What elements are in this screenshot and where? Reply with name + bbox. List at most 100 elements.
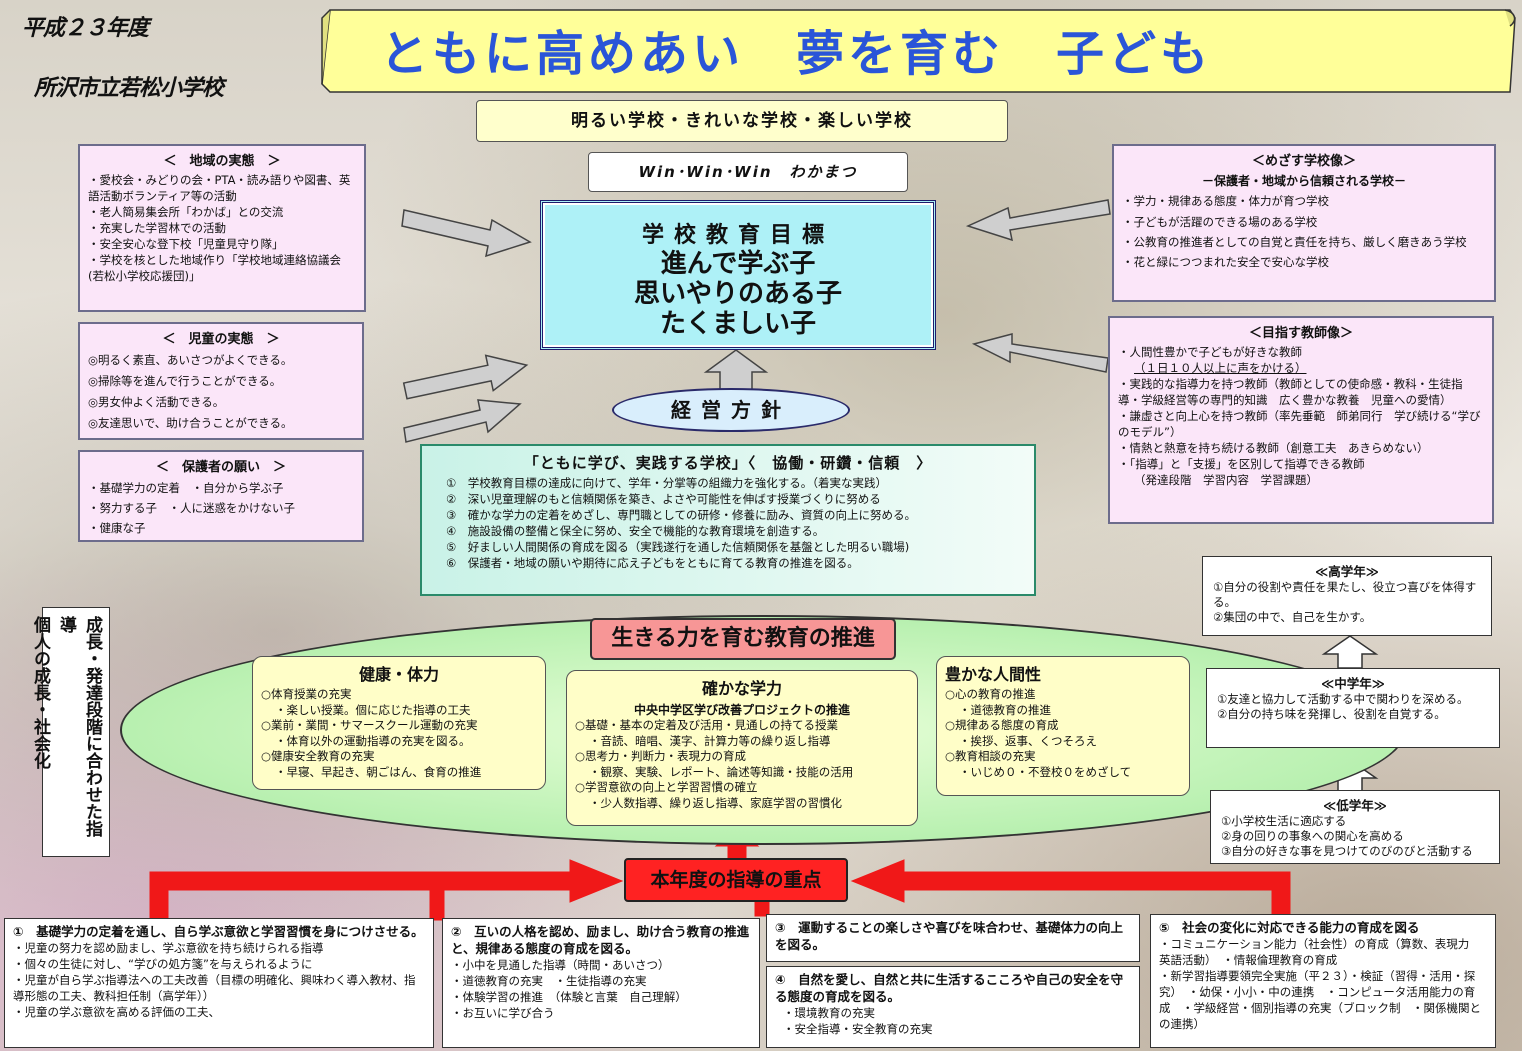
upper-grade-heading: ≪高学年≫ <box>1315 564 1379 579</box>
list-item: ・基礎学力の定着 ・自分から学ぶ子 <box>88 481 284 495</box>
list-item: ○基礎・基本の定着及び活用・見通しの持てる授業 <box>575 718 839 732</box>
list-item: ・いじめ０・不登校０をめざして <box>959 764 1132 779</box>
list-item: ・少人数指導、繰り返し指導、家庭学習の習慣化 <box>589 795 842 810</box>
list-item: ・充実した学習林での活動 <box>88 221 226 235</box>
list-item: ・楽しい授業。個に応じた指導の工夫 <box>275 702 471 717</box>
list-item: ・小中を見通した指導（時間・あいさつ） <box>451 958 670 972</box>
list-item: ◎掃除等を進んで行うことができる。 <box>88 374 282 388</box>
children-box: ＜ 児童の実態 ＞ ◎明るく素直、あいさつがよくできる。 ◎掃除等を進んで行うこ… <box>78 322 364 440</box>
school-name: 所沢市立若松小学校 <box>34 76 224 101</box>
list-item: ○思考力・判断力・表現力の育成 <box>575 749 747 763</box>
list-item: ・謙虚さと向上心を持つ教師（率先垂範 師弟同行 学び続ける“学びのモデル”） <box>1118 409 1481 439</box>
goal-line-1: 進んで学ぶ子 <box>660 249 816 279</box>
focus-box-4: ④ 自然を愛し、自然と共に生活するこころや自己の安全を守る態度の育成を図る。 ・… <box>766 966 1140 1048</box>
list-item: ・実践的な指導力を持つ教師（教師としての使命感・教科・生徒指導・学級経営等の専門… <box>1118 377 1463 407</box>
list-item: ○規律ある態度の育成 <box>945 718 1059 732</box>
middle-grade-box: ≪中学年≫ ①友達と協力して活動する中で関わりを深める。 ②自分の持ち味を発揮し… <box>1206 668 1500 748</box>
motto-box: 明るい学校・きれいな学校・楽しい学校 <box>476 100 1008 142</box>
focus-1-heading: ① 基礎学力の定着を通し、自ら学ぶ意欲と学習習慣を身につけさせる。 <box>13 924 424 939</box>
lower-grade-box: ≪低学年≫ ①小学校生活に適応する ②身の回りの事象への関心を高める ③自分の好… <box>1210 790 1500 864</box>
school-vision-sub: －保護者・地域から信頼される学校－ <box>1201 174 1406 188</box>
red-bar-left <box>149 871 581 891</box>
list-item: ・早寝、早起き、朝ごはん、食育の推進 <box>275 764 482 779</box>
arrow-up-high-icon <box>1321 635 1379 669</box>
list-item: ・情熱と熱意を持ち続ける教師（創意工夫 あきらめない） <box>1118 441 1429 455</box>
arrow-mezasu-icon <box>965 199 1111 242</box>
list-item: ・お互いに学び合う <box>451 1006 555 1020</box>
list-item: ・挨拶、返事、くつそろえ <box>959 733 1097 748</box>
goal-heading: 学校教育目標 <box>641 223 834 248</box>
list-item: ・学力・規律ある態度・体力が育つ学校 <box>1122 194 1329 208</box>
list-item: ・個々の生徒に対し、“学びの処方箋”を与えられるように <box>13 957 313 971</box>
academic-sub: 中央中学区学び改善プロジェクトの推進 <box>633 703 850 717</box>
parents-box: ＜ 保護者の願い ＞ ・基礎学力の定着 ・自分から学ぶ子 ・努力する子 ・人に迷… <box>78 450 364 542</box>
list-item: ・道徳教育の充実 ・生徒指導の充実 <box>451 974 647 988</box>
health-heading: 健康・体力 <box>358 665 439 684</box>
arrow-up-keiei-icon <box>703 349 769 393</box>
focus-box-5: ⑤ 社会の変化に対応できる能力の育成を図る ・コミュニケーション能力（社会性）の… <box>1150 914 1496 1048</box>
list-item: ⑥ 保護者・地域の願いや期待に応え子どもをともに育てる教育の推進を図る。 <box>446 556 859 570</box>
focus-3-heading: ③ 運動することの楽しさや喜びを味合わせ、基礎体力の向上を図る。 <box>775 920 1123 952</box>
list-item: ・公教育の推進者としての自覚と責任を持ち、厳しく磨きあう学校 <box>1122 235 1467 249</box>
list-item: ○学習意欲の向上と学習習慣の確立 <box>575 780 758 794</box>
list-item: ○体育授業の充実 <box>261 687 352 701</box>
list-item: ・道徳教育の推進 <box>959 702 1051 717</box>
red-drop-left <box>149 871 169 921</box>
vertical-line-1: 成長・発達段階に合わせた指導 <box>56 616 102 837</box>
arrows-group <box>401 199 1111 443</box>
list-item: ①自分の役割や責任を果たし、役立つ喜びを体得する。 <box>1213 580 1477 609</box>
list-item: ・児童が自ら学ぶ指導法への工夫改善（目標の明確化、興味わく導入教材、指導形態の工… <box>13 973 416 1003</box>
humanity-box: 豊かな人間性 ○心の教育の推進 ・道徳教育の推進 ○規律ある態度の育成 ・挨拶、… <box>936 656 1190 796</box>
list-item: ・老人簡易集会所「わかば」との交流 <box>88 205 284 219</box>
list-item: ⑤ 好ましい人間関係の育成を図る（実践遂行を通した信頼関係を基盤とした明るい職場… <box>446 540 910 554</box>
list-item: ・新学習指導要領完全実施（平２３）・検証（習得・活用・探究） ・幼保・小小・中の… <box>1159 969 1481 1031</box>
list-item: ・児童の努力を認め励まし、学ぶ意欲を持ち続けられる指導 <box>13 941 324 955</box>
list-item: ① 学校教育目標の達成に向けて、学年・分掌等の組織力を強化する。（着実な実践） <box>446 476 887 490</box>
red-drop-right <box>1271 871 1291 915</box>
policy-heading: 「ともに学び、実践する学校」〈 協働・研鑽・信頼 〉 <box>523 454 933 472</box>
arrow-kyoshi-icon <box>971 333 1109 373</box>
list-item: ○健康安全教育の充実 <box>261 749 375 763</box>
list-item: ・コミュニケーション能力（社会性）の育成（算数、表現力 英語活動） ・情報倫理教… <box>1159 937 1481 967</box>
list-item: ④ 施設設備の整備と保全に努め、安全で機能的な教育環境を創造する。 <box>446 524 825 538</box>
red-arrowhead-left-icon <box>569 859 624 903</box>
focus-5-heading: ⑤ 社会の変化に対応できる能力の育成を図る <box>1159 920 1420 935</box>
list-item: ・観察、実験、レポート、論述等知識・技能の活用 <box>589 764 854 779</box>
list-item: ・安全指導・安全教育の充実 <box>783 1022 933 1036</box>
school-vision-heading: ＜めざす学校像＞ <box>1251 154 1356 169</box>
goal-line-3: たくましい子 <box>659 309 816 339</box>
vertical-line-2: 個人の成長・社会化 <box>30 616 50 769</box>
list-item: ・花と緑につつまれた安全で安心な学校 <box>1122 255 1329 269</box>
list-item: ② 深い児童理解のもと信頼関係を築き、よさや可能性を伸ばす授業づくりに努める <box>446 492 881 506</box>
list-item: ②集団の中で、自己を生かす。 <box>1213 610 1372 624</box>
health-box: 健康・体力 ○体育授業の充実 ・楽しい授業。個に応じた指導の工夫 ○業前・業間・… <box>252 656 546 790</box>
win-box: Win･Win･Win わかまつ <box>588 152 908 192</box>
list-item: ○教育相談の充実 <box>945 749 1036 763</box>
focus-box-1: ① 基礎学力の定着を通し、自ら学ぶ意欲と学習習慣を身につけさせる。 ・児童の努力… <box>4 918 434 1048</box>
upper-grade-box: ≪高学年≫ ①自分の役割や責任を果たし、役立つ喜びを体得する。 ②集団の中で、自… <box>1202 556 1492 636</box>
list-item: ・体験学習の推進 （体験と言葉 自己理解） <box>451 990 687 1004</box>
list-item: ・学校を核とした地域作り「学校地域連絡協議会(若松小学校応援団)」 <box>88 253 341 283</box>
list-item: ○業前・業間・サマースクール運動の充実 <box>261 718 478 732</box>
list-item: ・人間性豊かで子どもが好きな教師 <box>1118 345 1302 359</box>
ikiru-chikara-label: 生きる力を育む教育の推進 <box>590 618 896 660</box>
list-item: ・愛校会・みどりの会・PTA・読み語りや図書、英語活動ボランティア等の活動 <box>88 173 351 203</box>
list-item: ・安全安心な登下校「児童見守り隊」 <box>88 237 284 251</box>
lower-grade-heading: ≪低学年≫ <box>1323 798 1387 813</box>
list-item: ①小学校生活に適応する <box>1221 814 1347 828</box>
middle-grade-heading: ≪中学年≫ <box>1321 676 1385 691</box>
list-item: ◎明るく素直、あいさつがよくできる。 <box>88 353 293 367</box>
teacher-vision-box: ＜目指す教師像＞ ・人間性豊かで子どもが好きな教師 （１日１０人以上に声をかける… <box>1108 316 1494 524</box>
academic-heading: 確かな学力 <box>701 679 782 698</box>
goal-line-2: 思いやりのある子 <box>633 279 842 309</box>
list-item: ・体育以外の運動指導の充実を図る。 <box>275 733 471 748</box>
focus-box-2: ② 互いの人格を認め、励まし、助け合う教育の推進と、規律ある態度の育成を図る。 … <box>442 918 760 1048</box>
red-drop-b2 <box>429 889 445 921</box>
school-vision-box: ＜めざす学校像＞ －保護者・地域から信頼される学校－ ・学力・規律ある態度・体力… <box>1112 144 1496 302</box>
list-item: ・努力する子 ・人に迷惑をかけない子 <box>88 501 295 515</box>
title-banner <box>321 9 1516 93</box>
list-item: ・子どもが活躍のできる場のある学校 <box>1122 215 1318 229</box>
list-item: （発達段階 学習内容 学習課題） <box>1134 473 1318 487</box>
list-item: ②身の回りの事象への関心を高める <box>1221 829 1404 843</box>
red-bar-right <box>899 871 1291 891</box>
